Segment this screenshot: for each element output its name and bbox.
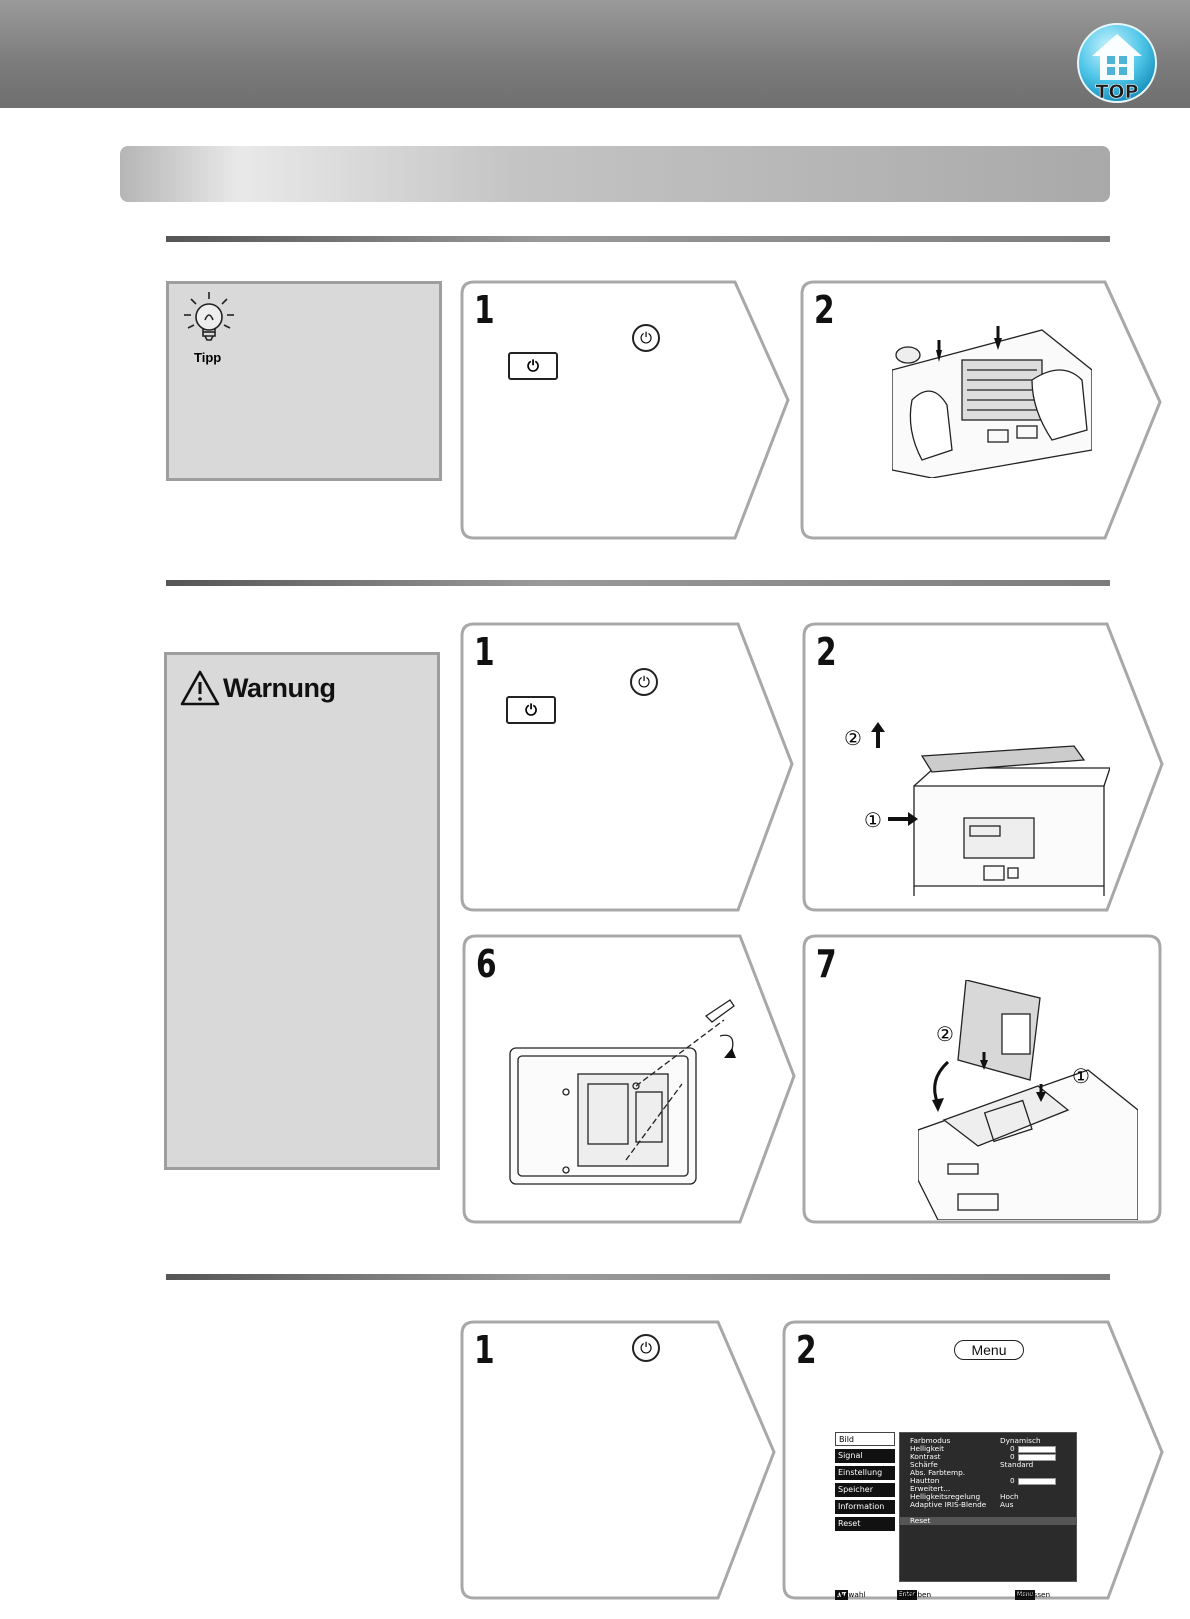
callout-2: ② <box>936 1024 954 1046</box>
step-card-6: 6 <box>462 934 798 1226</box>
menu-tab-signal[interactable]: Signal <box>835 1449 895 1463</box>
power-icon: ⏻ <box>630 668 658 696</box>
menu-row[interactable]: Abs. Farbtemp. <box>910 1468 966 1477</box>
top-home-button[interactable]: TOP <box>1076 22 1158 104</box>
step-number: 2 <box>796 1328 817 1372</box>
warning-triangle-icon <box>180 670 220 706</box>
menu-row-reset[interactable]: Reset <box>900 1517 1076 1525</box>
tip-box: Tipp <box>166 281 442 481</box>
step-card-1b: 1 ⏻ ⏻ <box>460 622 796 914</box>
menu-button[interactable]: Menu <box>954 1340 1024 1360</box>
step-card-7: 7 ② ① <box>802 934 1164 1226</box>
menu-tab-reset[interactable]: Reset <box>835 1517 895 1531</box>
step-card-2b: 2 ② ① <box>802 622 1166 914</box>
tip-label: Tipp <box>194 350 222 365</box>
subsection-rule-3 <box>166 1274 1110 1280</box>
menu-tab-speicher[interactable]: Speicher <box>835 1483 895 1497</box>
menu-row[interactable]: Erweitert... <box>910 1484 951 1493</box>
step-number: 6 <box>476 942 497 986</box>
arrow-right-icon <box>888 812 918 826</box>
subsection-rule-2 <box>166 580 1110 586</box>
step-card-1c: 1 ⏻ <box>460 1320 778 1602</box>
callout-2: ② <box>844 728 862 750</box>
power-icon: ⏻ <box>632 1334 660 1362</box>
menu-tab-bild[interactable]: Bild <box>835 1432 895 1446</box>
step-number: 2 <box>814 288 835 332</box>
lamp-cover-removal-illustration <box>913 745 1110 896</box>
menu-tab-einstellung[interactable]: Einstellung <box>835 1466 895 1480</box>
power-icon: ⏻ <box>632 324 660 352</box>
menu-tabs: Bild Signal Einstellung Speicher Informa… <box>835 1432 897 1534</box>
warning-title: Warnung <box>223 673 336 703</box>
lamp-cover-attach-illustration <box>918 980 1138 1220</box>
svg-text:TOP: TOP <box>1095 81 1138 103</box>
on-screen-menu: Bild Signal Einstellung Speicher Informa… <box>835 1432 1077 1602</box>
section-title-bar <box>120 146 1110 202</box>
subsection-rule-1 <box>166 236 1110 242</box>
arrow-up-icon <box>871 722 885 748</box>
power-button[interactable]: ⏻ <box>508 352 558 380</box>
step-card-2a: 2 <box>800 280 1164 542</box>
menu-tab-information[interactable]: Information <box>835 1500 895 1514</box>
callout-1: ① <box>1072 1066 1090 1088</box>
step-number: 7 <box>816 942 837 986</box>
step-card-1a: 1 ⏻ ⏻ <box>460 280 792 542</box>
step-number: 2 <box>816 630 837 674</box>
warning-box: Warnung <box>164 652 440 1170</box>
slider[interactable] <box>1018 1454 1056 1461</box>
step-number: 1 <box>474 1328 495 1372</box>
step-number: 1 <box>474 288 495 332</box>
slider[interactable] <box>1018 1478 1056 1485</box>
step-number: 1 <box>474 630 495 674</box>
lamp-screw-illustration <box>509 999 736 1185</box>
air-filter-removal-illustration <box>892 326 1092 478</box>
top-home-icon: TOP <box>1077 23 1157 103</box>
header-bar <box>0 0 1190 108</box>
lightbulb-icon <box>184 292 234 341</box>
slider[interactable] <box>1018 1446 1056 1453</box>
power-button[interactable]: ⏻ <box>506 696 556 724</box>
callout-1: ① <box>864 810 882 832</box>
